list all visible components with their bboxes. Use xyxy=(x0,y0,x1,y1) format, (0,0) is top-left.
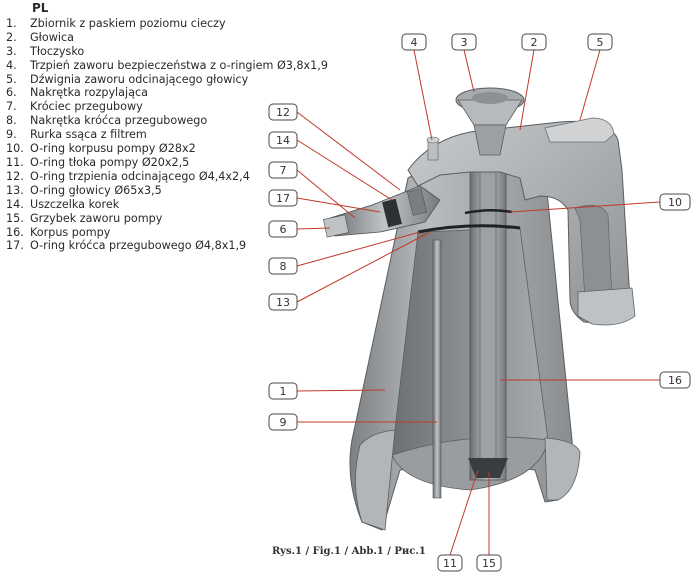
part-description: Zbiornik z paskiem poziomu cieczy xyxy=(30,16,226,30)
parts-list-item: 10. O-ring korpusu pompy Ø28x2 xyxy=(6,142,336,156)
part-number: 1. xyxy=(6,16,17,30)
callout-9: 9 xyxy=(268,413,298,431)
svg-text:14: 14 xyxy=(276,134,290,147)
parts-list-item: 4. Trzpień zaworu bezpieczeństwa z o-ring… xyxy=(6,59,336,73)
parts-list-item: 14. Uszczelka korek xyxy=(6,198,336,212)
figure-caption: Rys.1 / Fig.1 / Abb.1 / Рис.1 xyxy=(272,546,426,557)
part-number: 17. xyxy=(6,239,24,253)
nozzle-assembly xyxy=(323,185,441,238)
parts-list-item: 3. Tłoczysko xyxy=(6,45,336,59)
svg-text:13: 13 xyxy=(276,296,290,309)
callout-15: 15 xyxy=(476,554,502,572)
callout-14: 14 xyxy=(268,131,298,149)
parts-list-item: 6. Nakrętka rozpylająca xyxy=(6,86,336,100)
parts-list-item: 17. O-ring króćca przegubowego Ø4,8x1,9 xyxy=(6,239,336,253)
part-description: Korpus pompy xyxy=(30,225,111,239)
part-description: O-ring króćca przegubowego Ø4,8x1,9 xyxy=(30,239,247,253)
parts-list-item: 16. Korpus pompy xyxy=(6,226,336,240)
part-description: Rurka ssąca z filtrem xyxy=(30,128,147,142)
part-description: O-ring korpusu pompy Ø28x2 xyxy=(30,142,196,156)
svg-text:7: 7 xyxy=(280,164,287,177)
svg-text:9: 9 xyxy=(280,416,287,429)
parts-list-item: 8. Nakrętka króćca przegubowego xyxy=(6,114,336,128)
part-number: 14. xyxy=(6,197,24,211)
part-number: 10. xyxy=(6,142,24,156)
svg-text:4: 4 xyxy=(411,36,418,49)
part-description: O-ring trzpienia odcinającego Ø4,4x2,4 xyxy=(30,169,250,183)
part-description: Króciec przegubowy xyxy=(30,100,143,114)
svg-text:6: 6 xyxy=(280,223,287,236)
callout-5: 5 xyxy=(587,33,613,51)
callout-13: 13 xyxy=(268,293,298,311)
part-number: 2. xyxy=(6,30,17,44)
callout-7: 7 xyxy=(268,161,298,179)
part-number: 6. xyxy=(6,86,17,100)
part-description: Nakrętka rozpylająca xyxy=(30,86,148,100)
svg-text:2: 2 xyxy=(531,36,538,49)
part-description: Dźwignia zaworu odcinającego głowicy xyxy=(30,72,249,86)
part-number: 3. xyxy=(6,44,17,58)
part-number: 8. xyxy=(6,114,17,128)
piston-rod xyxy=(455,87,525,156)
part-number: 16. xyxy=(6,225,24,239)
parts-list-item: 7. Króciec przegubowy xyxy=(6,100,336,114)
callout-8: 8 xyxy=(268,257,298,275)
parts-list-item: 1. Zbiornik z paskiem poziomu cieczy xyxy=(6,17,336,31)
part-description: O-ring tłoka pompy Ø20x2,5 xyxy=(30,155,190,169)
part-description: Tłoczysko xyxy=(30,44,85,58)
parts-list-item: 12. O-ring trzpienia odcinającego Ø4,4x2,… xyxy=(6,170,336,184)
callout-1: 1 xyxy=(268,382,298,400)
parts-list-item: 13. O-ring głowicy Ø65x3,5 xyxy=(6,184,336,198)
callout-17: 17 xyxy=(268,189,298,207)
part-description: Uszczelka korek xyxy=(30,197,120,211)
part-number: 12. xyxy=(6,169,24,183)
part-description: Nakrętka króćca przegubowego xyxy=(30,114,208,128)
svg-text:5: 5 xyxy=(597,36,604,49)
part-description: Grzybek zaworu pompy xyxy=(30,211,163,225)
svg-text:10: 10 xyxy=(668,196,682,209)
part-number: 4. xyxy=(6,58,17,72)
parts-list-item: 11. O-ring tłoka pompy Ø20x2,5 xyxy=(6,156,336,170)
part-description: O-ring głowicy Ø65x3,5 xyxy=(30,183,162,197)
svg-text:3: 3 xyxy=(461,36,468,49)
head xyxy=(407,117,636,326)
part-number: 15. xyxy=(6,211,24,225)
part-description: Trzpień zaworu bezpieczeństwa z o-ringie… xyxy=(30,58,328,72)
part-description: Głowica xyxy=(30,30,74,44)
leader-lines xyxy=(296,49,661,556)
svg-text:16: 16 xyxy=(668,374,682,387)
part-number: 11. xyxy=(6,155,24,169)
svg-text:12: 12 xyxy=(276,106,290,119)
list-title: PL xyxy=(32,1,49,15)
pump-body xyxy=(468,149,508,481)
callout-4: 4 xyxy=(401,33,427,51)
part-number: 13. xyxy=(6,183,24,197)
callout-2: 2 xyxy=(521,33,547,51)
parts-list-item: 5. Dźwignia zaworu odcinającego głowicy xyxy=(6,73,336,87)
pump-body-o-ring xyxy=(464,209,513,215)
svg-text:17: 17 xyxy=(276,192,290,205)
parts-list-item: 2. Głowica xyxy=(6,31,336,45)
part-number: 7. xyxy=(6,100,17,114)
svg-text:8: 8 xyxy=(280,260,287,273)
callout-3: 3 xyxy=(451,33,477,51)
svg-text:11: 11 xyxy=(443,557,457,570)
part-number: 9. xyxy=(6,128,17,142)
callout-12: 12 xyxy=(268,103,298,121)
suction-tube xyxy=(432,239,442,499)
callout-16: 16 xyxy=(659,371,691,389)
head-o-ring xyxy=(417,224,521,234)
svg-text:15: 15 xyxy=(482,557,496,570)
callout-11: 11 xyxy=(437,554,463,572)
parts-list-item: 15. Grzybek zaworu pompy xyxy=(6,212,336,226)
part-number: 5. xyxy=(6,72,17,86)
callout-6: 6 xyxy=(268,220,298,238)
svg-text:1: 1 xyxy=(280,385,287,398)
callout-10: 10 xyxy=(659,193,691,211)
parts-list-item: 9. Rurka ssąca z filtrem xyxy=(6,128,336,142)
